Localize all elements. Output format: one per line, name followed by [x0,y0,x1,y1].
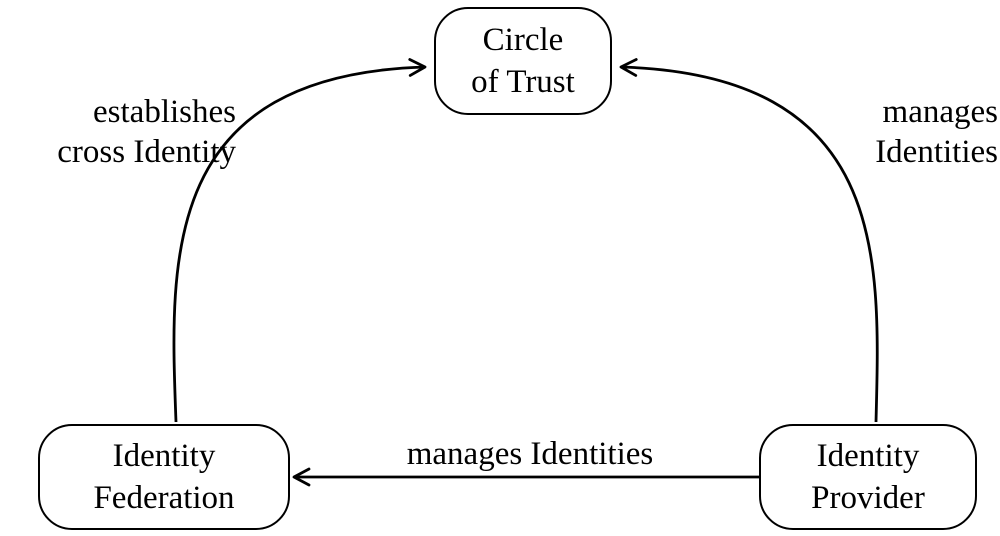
edge-label-line: manages [882,94,998,130]
edge-label-line: establishes [93,94,236,130]
edge-label-establishes: establishes cross Identity [0,92,236,172]
node-identity-federation[interactable]: Identity Federation [38,424,290,530]
edge-label-line: manages Identities [406,436,654,472]
edge-federation-to-trust [172,58,427,423]
node-label-line: Provider [811,480,925,516]
node-label-line: Identity [112,438,216,474]
edge-label-line: cross Identity [57,134,236,170]
node-label-line: Circle [482,22,564,58]
node-label-line: Federation [93,480,235,516]
node-identity-provider[interactable]: Identity Provider [759,424,977,530]
node-label-line: Identity [816,438,920,474]
node-circle-of-trust[interactable]: Circle of Trust [434,7,612,115]
edge-provider-to-trust [619,58,879,423]
edge-label-manages-identities-federation: manages Identities [380,434,680,474]
edge-label-line: Identities [875,134,998,170]
node-label-line: of Trust [471,64,575,100]
edge-label-manages-identities-trust: manages Identities [808,92,998,172]
